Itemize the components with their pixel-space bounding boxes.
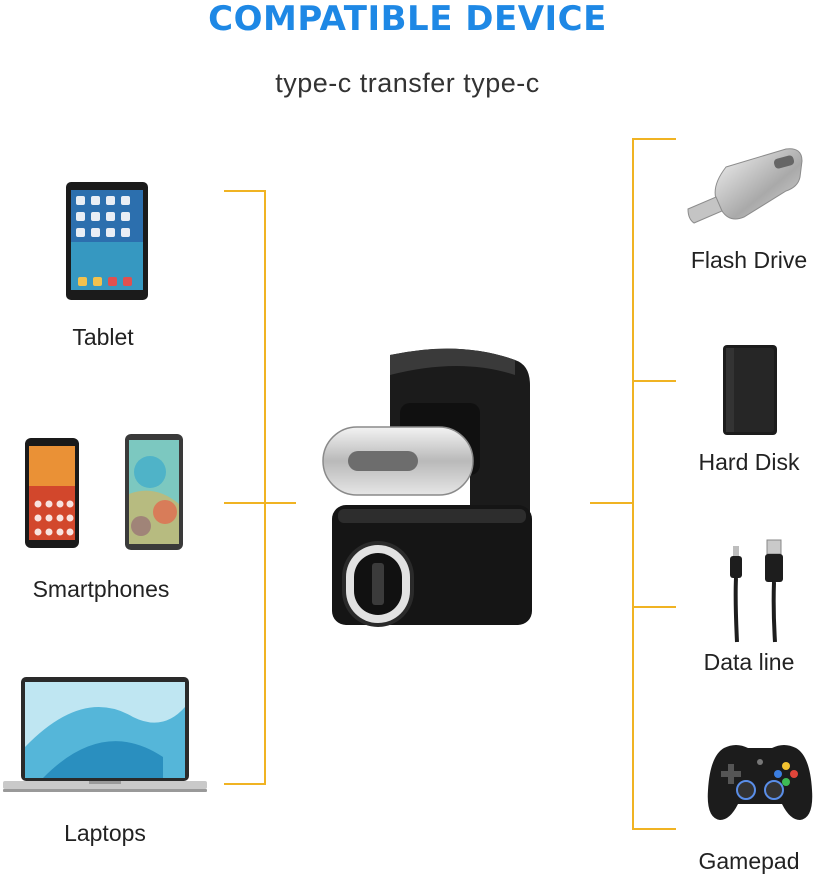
data-cable-icon	[730, 539, 783, 643]
device-label-laptops: Laptops	[64, 820, 146, 846]
flash-drive-icon	[687, 148, 803, 224]
tablet-icon	[66, 182, 148, 300]
device-label-data-line: Data line	[703, 649, 795, 675]
smartphones-icon	[25, 434, 183, 550]
device-label-tablet: Tablet	[72, 324, 134, 350]
page-subtitle: type-c transfer type-c	[275, 68, 540, 98]
device-label-smartphones: Smartphones	[32, 576, 170, 602]
usb-c-adapter-icon	[322, 348, 532, 627]
device-label-flash-drive: Flash Drive	[690, 247, 808, 273]
device-label-hard-disk: Hard Disk	[698, 449, 800, 475]
device-label-gamepad: Gamepad	[698, 848, 800, 874]
hard-disk-icon	[723, 345, 777, 435]
laptop-icon	[3, 677, 207, 792]
gamepad-icon	[707, 745, 813, 820]
page-title: COMPATIBLE DEVICE	[208, 0, 607, 39]
